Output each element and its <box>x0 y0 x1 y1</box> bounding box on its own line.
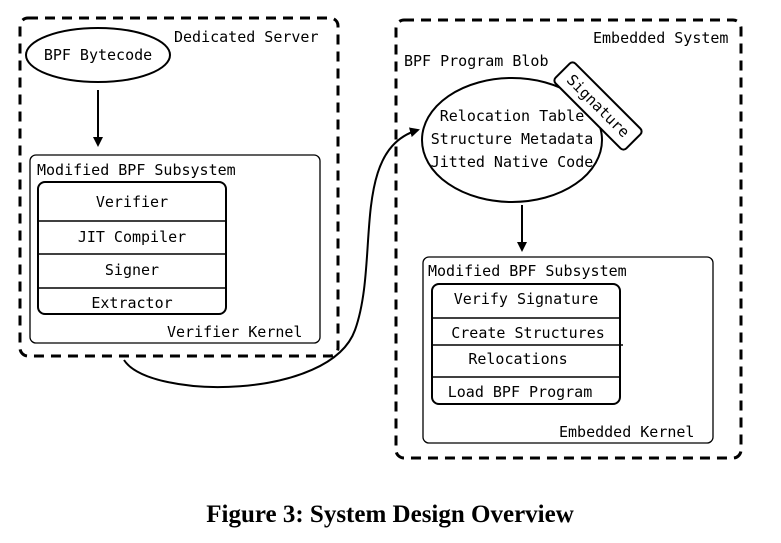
verifier-kernel-box <box>29 154 321 344</box>
stack-item-relocations: Relocations <box>468 350 567 368</box>
embedded-kernel-box <box>422 256 714 444</box>
figure-caption: Figure 3: System Design Overview <box>206 501 574 528</box>
stack-item-verifier: Verifier <box>96 193 168 211</box>
stack-item-load-bpf-program: Load BPF Program <box>448 383 593 401</box>
right-subsystem-title: Modified BPF Subsystem <box>428 262 627 280</box>
blob-line-relocation-table: Relocation Table <box>440 107 585 125</box>
bpf-bytecode-label: BPF Bytecode <box>44 46 152 64</box>
stack-item-jit-compiler: JIT Compiler <box>78 228 186 246</box>
embedded-system-title: Embedded System <box>593 29 728 47</box>
embedded-system-box <box>394 18 743 460</box>
stack-item-extractor: Extractor <box>91 294 172 312</box>
blob-line-structure-metadata: Structure Metadata <box>431 130 594 148</box>
program-blob-ellipse <box>421 77 603 203</box>
embedded-kernel-label: Embedded Kernel <box>559 423 694 441</box>
blob-line-jitted-native-code: Jitted Native Code <box>431 153 594 171</box>
left-stack-box <box>37 181 227 315</box>
left-subsystem-title: Modified BPF Subsystem <box>37 161 236 179</box>
bpf-bytecode-ellipse <box>25 27 171 83</box>
right-stack-box <box>431 283 621 405</box>
stack-item-verify-signature: Verify Signature <box>454 290 599 308</box>
dedicated-server-box <box>18 16 340 358</box>
blob-transfer-arrow <box>123 127 420 388</box>
stack-item-create-structures: Create Structures <box>451 324 605 342</box>
verifier-kernel-label: Verifier Kernel <box>167 323 302 341</box>
dedicated-server-title: Dedicated Server <box>174 28 319 46</box>
blob-title: BPF Program Blob <box>404 52 549 70</box>
stack-item-signer: Signer <box>105 261 159 279</box>
